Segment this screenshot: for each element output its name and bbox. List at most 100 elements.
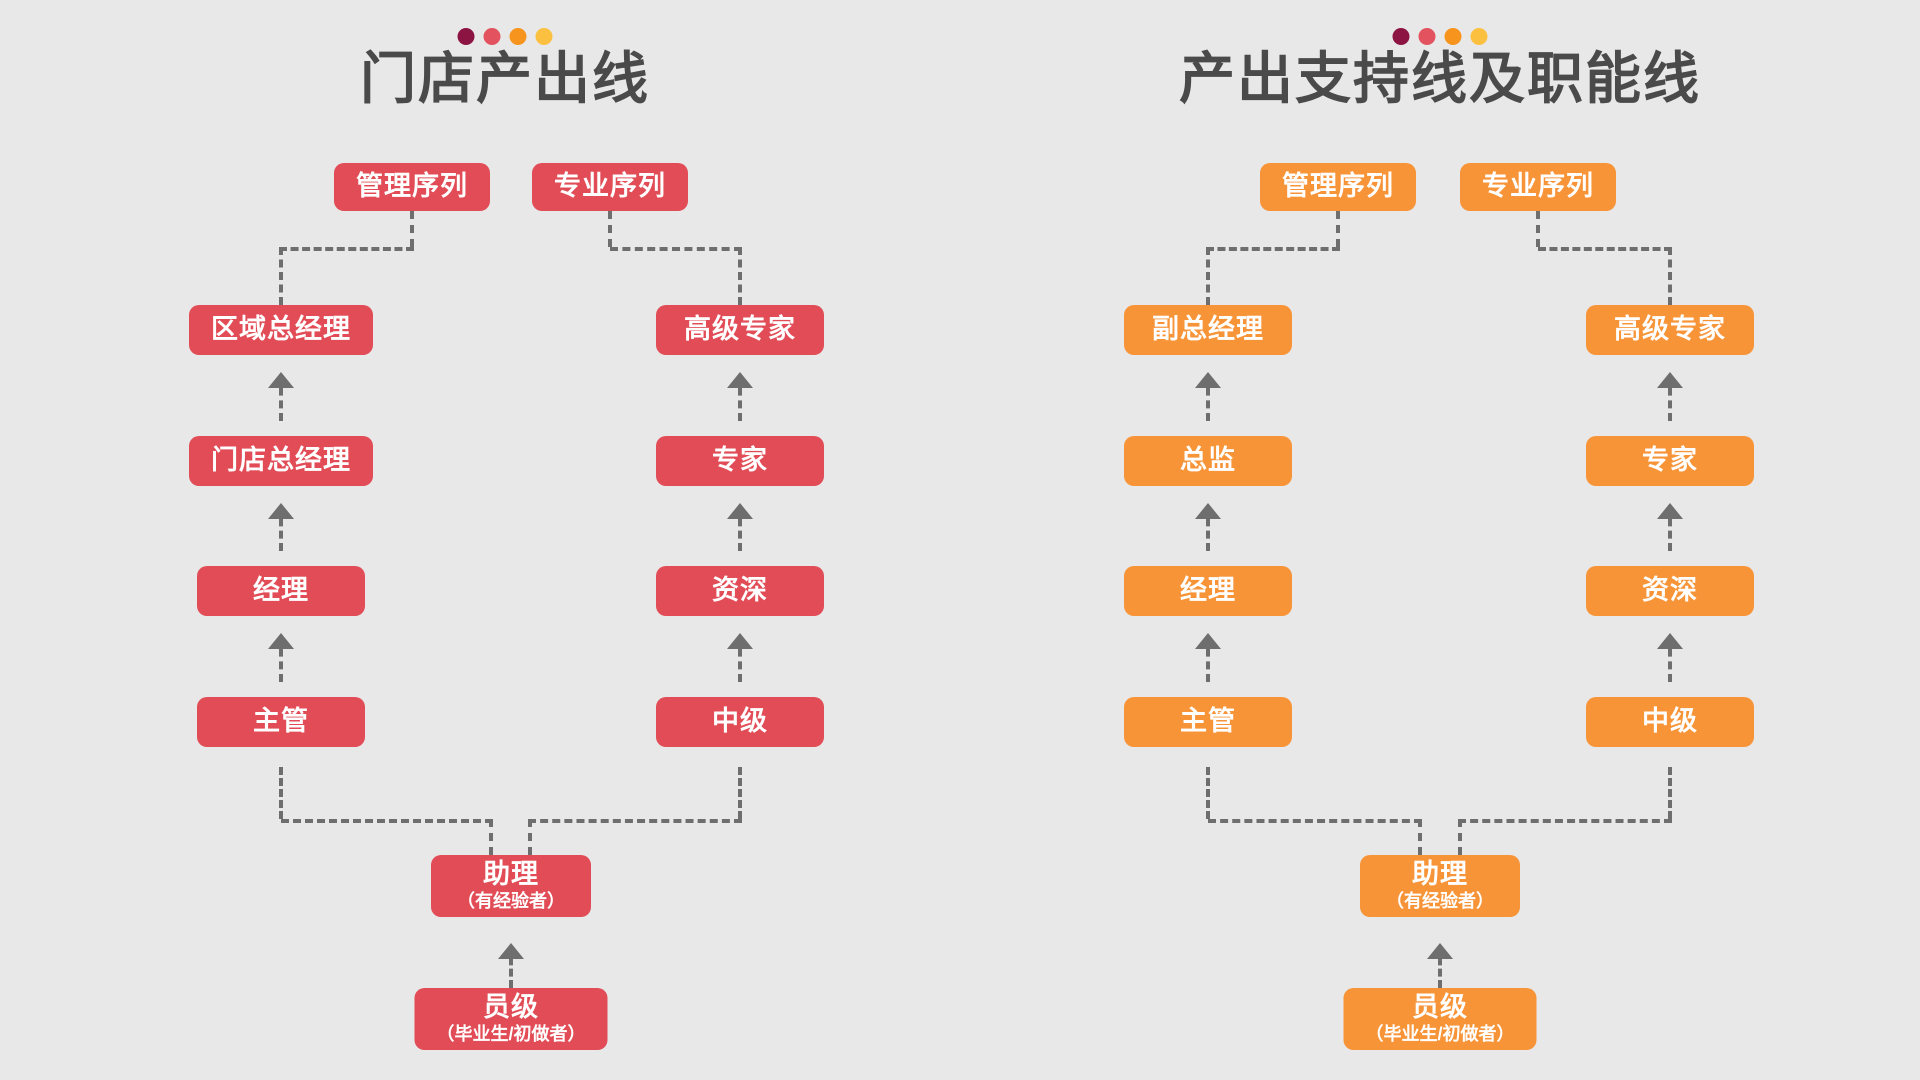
connector-prof-header-stub [1536,211,1540,247]
header-pill-professional: 专业序列 [532,163,688,211]
rank-label-mgmt-2: 总监 [1180,445,1236,476]
connector-mgmt-bottom-stub [1418,819,1422,855]
rank-label-prof-1: 高级专家 [1614,314,1726,345]
header-pill-management-label: 管理序列 [1282,171,1394,202]
connector-prof-4-to-3 [738,636,742,682]
connector-mgmt-header-drop [279,247,283,305]
decorative-dots [1392,28,1488,45]
connector-prof-bottom-riser [1668,767,1672,819]
rank-label-prof-3: 资深 [712,575,768,606]
decorative-dots [457,28,553,45]
connector-prof-header-horizontal [1538,247,1672,251]
rank-label-prof-2: 专家 [1642,445,1698,476]
dot-3 [509,28,527,45]
connector-mgmt-bottom-riser [279,767,283,819]
arrowhead-staff-to-assistant [498,943,524,959]
rank-label-prof-2: 专家 [712,445,768,476]
header-pill-management: 管理序列 [1260,163,1416,211]
connector-mgmt-bottom-horizontal [281,819,493,823]
base-sublabel-assistant: （有经验者） [457,891,565,912]
rank-box-mgmt-2: 门店总经理 [189,436,373,486]
connector-prof-header-stub [608,211,612,247]
header-pill-management-label: 管理序列 [356,171,468,202]
rank-label-mgmt-3: 经理 [1180,575,1236,606]
connector-staff-to-assistant [509,946,513,988]
arrowhead-prof-2-to-1 [727,372,753,388]
rank-box-mgmt-1: 区域总经理 [189,305,373,355]
rank-box-prof-4: 中级 [656,697,824,747]
connector-mgmt-header-drop [1206,247,1210,305]
header-pill-professional-label: 专业序列 [1482,171,1594,202]
base-box-assistant: 助理 （有经验者） [1360,855,1520,917]
connector-prof-bottom-stub [1458,819,1462,855]
rank-box-mgmt-2: 总监 [1124,436,1292,486]
connector-prof-header-drop [738,247,742,305]
base-sublabel-staff: （毕业生/初做者） [1365,1024,1515,1045]
arrowhead-mgmt-4-to-3 [1195,633,1221,649]
rank-box-prof-3: 资深 [656,566,824,616]
connector-prof-2-to-1 [1668,375,1672,421]
arrowhead-prof-2-to-1 [1657,372,1683,388]
base-box-staff: 员级 （毕业生/初做者） [414,988,608,1050]
rank-box-mgmt-4: 主管 [1124,697,1292,747]
header-pill-management: 管理序列 [334,163,490,211]
rank-box-mgmt-3: 经理 [1124,566,1292,616]
base-box-staff: 员级 （毕业生/初做者） [1343,988,1537,1050]
rank-box-mgmt-4: 主管 [197,697,365,747]
rank-box-prof-1: 高级专家 [1586,305,1754,355]
rank-box-prof-4: 中级 [1586,697,1754,747]
rank-label-prof-4: 中级 [1642,706,1698,737]
connector-prof-bottom-horizontal [528,819,742,823]
connector-prof-4-to-3 [1668,636,1672,682]
dot-2 [483,28,501,45]
connector-prof-2-to-1 [738,375,742,421]
arrowhead-mgmt-2-to-1 [1195,372,1221,388]
dot-2 [1418,28,1436,45]
arrowhead-prof-4-to-3 [727,633,753,649]
base-box-assistant: 助理 （有经验者） [431,855,591,917]
panel-output-support-and-function-line: 产出支持线及职能线 管理序列 专业序列 副总经理 总监 经理 主管 [960,0,1920,1080]
rank-label-mgmt-4: 主管 [1180,706,1236,737]
rank-label-prof-4: 中级 [712,706,768,737]
connector-prof-bottom-stub [528,819,532,855]
rank-label-mgmt-2: 门店总经理 [211,445,351,476]
rank-label-prof-1: 高级专家 [684,314,796,345]
arrowhead-mgmt-3-to-2 [1195,503,1221,519]
connector-mgmt-2-to-1 [1206,375,1210,421]
connector-staff-to-assistant [1438,946,1442,988]
connector-mgmt-2-to-1 [279,375,283,421]
base-sublabel-assistant: （有经验者） [1386,891,1494,912]
rank-box-prof-1: 高级专家 [656,305,824,355]
arrowhead-prof-3-to-2 [727,503,753,519]
dot-4 [535,28,553,45]
connector-mgmt-bottom-stub [489,819,493,855]
arrowhead-prof-3-to-2 [1657,503,1683,519]
connector-mgmt-bottom-horizontal [1208,819,1422,823]
connector-prof-header-drop [1668,247,1672,305]
base-label-assistant: 助理 [1412,859,1468,890]
dot-3 [1444,28,1462,45]
arrowhead-mgmt-2-to-1 [268,372,294,388]
rank-box-prof-2: 专家 [656,436,824,486]
base-label-staff: 员级 [482,992,539,1023]
arrowhead-mgmt-3-to-2 [268,503,294,519]
connector-mgmt-4-to-3 [279,636,283,682]
base-label-staff: 员级 [1411,992,1468,1023]
dot-1 [457,28,475,45]
connector-mgmt-header-horizontal [279,247,414,251]
rank-box-prof-2: 专家 [1586,436,1754,486]
header-pill-professional-label: 专业序列 [554,171,666,202]
arrowhead-staff-to-assistant [1427,943,1453,959]
connector-mgmt-4-to-3 [1206,636,1210,682]
connector-prof-3-to-2 [738,506,742,551]
rank-label-mgmt-1: 副总经理 [1152,314,1264,345]
connector-mgmt-header-horizontal [1206,247,1340,251]
rank-label-mgmt-4: 主管 [253,706,309,737]
arrowhead-mgmt-4-to-3 [268,633,294,649]
base-label-assistant: 助理 [483,859,539,890]
connector-mgmt-header-stub [410,211,414,247]
panel-title: 门店产出线 [360,47,650,110]
rank-box-prof-3: 资深 [1586,566,1754,616]
header-pill-professional: 专业序列 [1460,163,1616,211]
